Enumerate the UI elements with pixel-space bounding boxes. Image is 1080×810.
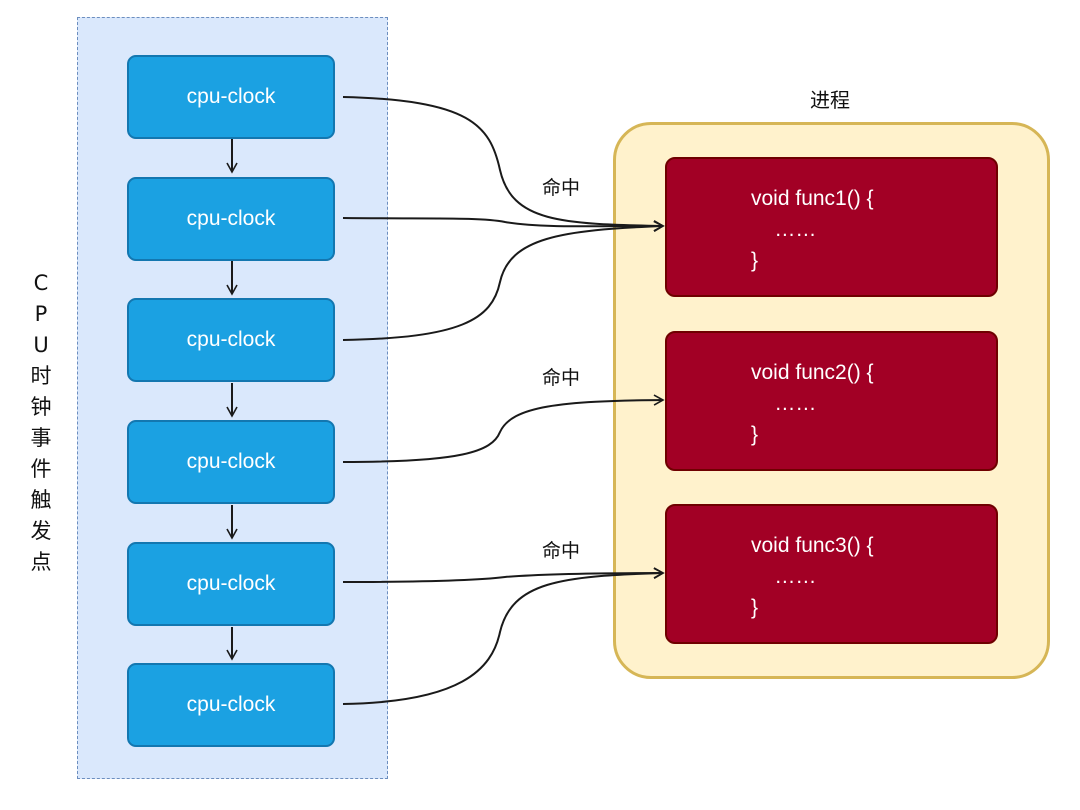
cpu-clock-event: cpu-clock	[127, 177, 335, 261]
function-code: void func2() { …… }	[751, 357, 874, 450]
cpu-clock-event: cpu-clock	[127, 420, 335, 504]
code-line: }	[751, 423, 759, 446]
code-line: }	[751, 249, 759, 272]
cpu-clock-event: cpu-clock	[127, 55, 335, 139]
hit-label: 命中	[541, 177, 580, 199]
hit-connector	[342, 567, 665, 705]
cpu-clock-event: cpu-clock	[127, 298, 335, 382]
cpu-panel-label-char: 点	[30, 550, 52, 574]
hit-connector	[342, 217, 665, 232]
cpu-panel-label-char: 时	[30, 364, 52, 388]
cpu-clock-event: cpu-clock	[127, 663, 335, 747]
code-line: void func1() {	[751, 187, 874, 210]
code-line: ……	[751, 565, 817, 588]
cpu-panel-label-char: 钟	[30, 395, 52, 419]
hit-connector	[342, 394, 665, 463]
cpu-panel-label-char: C	[33, 271, 49, 295]
code-line: void func3() {	[751, 534, 874, 557]
cpu-panel-label-char: U	[33, 333, 49, 357]
function-block-func1: void func1() { …… }	[665, 157, 998, 297]
cpu-panel-label-char: P	[34, 302, 48, 326]
cpu-panel-label-char: 触	[30, 488, 52, 512]
function-code: void func1() { …… }	[751, 183, 874, 276]
hit-connector	[342, 567, 665, 583]
cpu-panel-label: C P U 时 钟 事 件 触 发 点	[24, 268, 58, 578]
function-code: void func3() { …… }	[751, 530, 874, 623]
cpu-clock-event: cpu-clock	[127, 542, 335, 626]
cpu-panel-label-char: 件	[30, 457, 52, 481]
hit-label: 命中	[541, 367, 580, 389]
code-line: ……	[751, 218, 817, 241]
cpu-panel-label-char: 发	[30, 519, 52, 543]
function-block-func3: void func3() { …… }	[665, 504, 998, 644]
process-title: 进程	[810, 88, 850, 112]
hit-label: 命中	[541, 540, 580, 562]
code-line: void func2() {	[751, 361, 874, 384]
code-line: ……	[751, 392, 817, 415]
code-line: }	[751, 596, 759, 619]
hit-connector	[342, 96, 665, 232]
cpu-panel-label-char: 事	[30, 426, 52, 450]
hit-connector	[342, 220, 665, 341]
function-block-func2: void func2() { …… }	[665, 331, 998, 471]
